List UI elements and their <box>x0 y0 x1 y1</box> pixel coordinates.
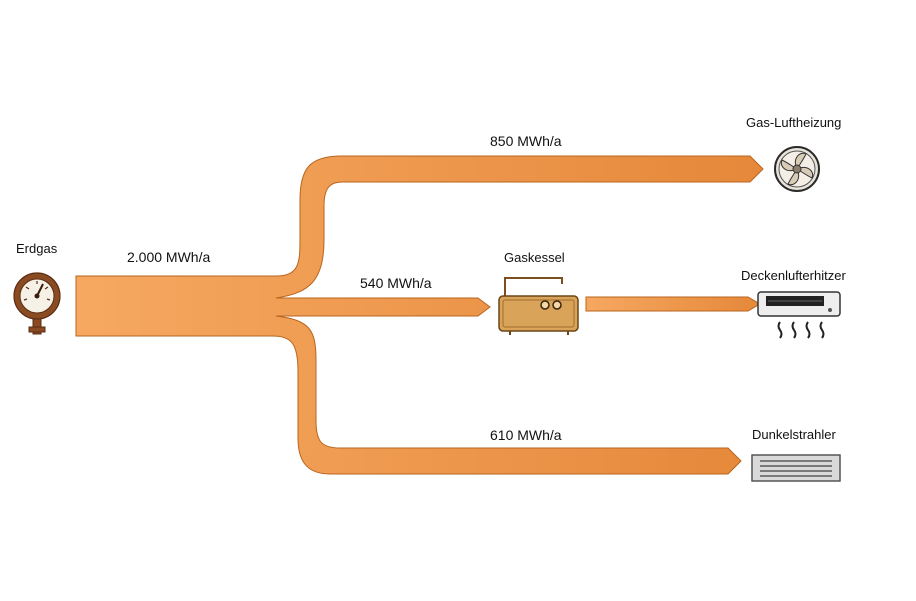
flow-label-gaskessel: 540 MWh/a <box>360 275 432 291</box>
source-name-label: Erdgas <box>16 241 58 256</box>
flow-main-erdgas <box>75 155 764 475</box>
gas-boiler-icon <box>498 277 579 335</box>
sink-label-deckenlufterhitzer: Deckenlufterhitzer <box>741 268 846 283</box>
fan-heater-icon <box>774 146 820 192</box>
converter-name-label: Gaskessel <box>504 250 565 265</box>
source-value-label: 2.000 MWh/a <box>127 249 210 265</box>
sink-label-gas-luftheizung: Gas-Luftheizung <box>746 115 841 130</box>
flow-group <box>75 155 764 475</box>
radiant-heater-icon <box>751 454 841 482</box>
flow-label-gas-luftheizung: 850 MWh/a <box>490 133 562 149</box>
flow-gaskessel-deckenlufterhitzer <box>585 296 761 312</box>
flow-label-dunkelstrahler: 610 MWh/a <box>490 427 562 443</box>
pressure-gauge-icon <box>13 272 61 335</box>
sink-label-dunkelstrahler: Dunkelstrahler <box>752 427 836 442</box>
ceiling-air-heater-icon <box>757 291 841 339</box>
